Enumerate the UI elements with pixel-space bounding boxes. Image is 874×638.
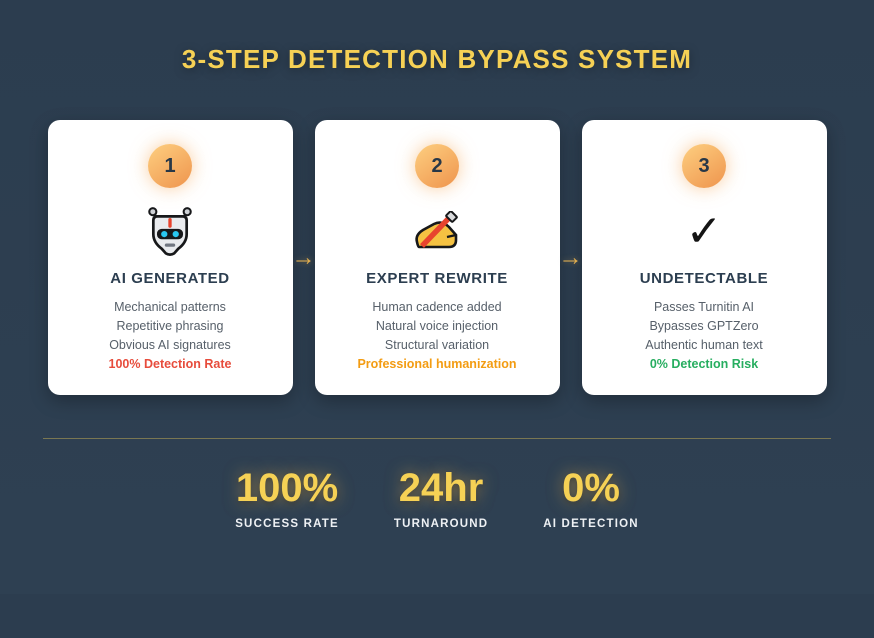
step-icon-wrap <box>48 206 293 258</box>
step-card-expert-rewrite: 2 EXPERT REWRITE Human cadence added Nat… <box>314 120 560 395</box>
step-heading: UNDETECTABLE <box>639 270 769 287</box>
step-feature: Authentic human text <box>645 338 763 352</box>
writing-hand-icon <box>415 211 458 249</box>
checkmark-icon: ✓ <box>685 207 723 256</box>
step-card-undetectable: 3 ✓ UNDETECTABLE Passes Turnitin AI Bypa… <box>581 120 827 395</box>
stat-label: TURNAROUND <box>393 518 489 530</box>
step-feature: Repetitive phrasing <box>116 319 224 333</box>
step-icon-wrap: ✓ <box>582 206 827 258</box>
stat-value: 100% <box>235 466 339 510</box>
step-highlight: Professional humanization <box>357 357 517 371</box>
step-highlight: 100% Detection Rate <box>108 357 232 371</box>
step-icon-wrap <box>315 206 560 258</box>
stat-value: 24hr <box>398 466 484 510</box>
flow-arrow-icon: → <box>291 243 316 271</box>
bypass-system-infographic: 3-STEP DETECTION BYPASS SYSTEM 1 <box>0 44 874 638</box>
step-heading: EXPERT REWRITE <box>366 270 508 287</box>
step-heading: AI GENERATED <box>110 270 230 287</box>
step-feature: Structural variation <box>384 338 490 352</box>
step-feature-list: Human cadence added Natural voice inject… <box>315 298 560 374</box>
step-number-badge: 3 <box>682 144 726 188</box>
stats-row: 100% SUCCESS RATE 24hr TURNAROUND 0% AI … <box>0 465 874 530</box>
steps-row: 1 AI GENERATED Mechanical patterns <box>0 120 874 395</box>
step-feature: Natural voice injection <box>375 319 499 333</box>
step-feature: Passes Turnitin AI <box>653 300 755 314</box>
step-number-badge: 2 <box>415 144 459 188</box>
stat-ai-detection: 0% AI DETECTION <box>543 465 639 530</box>
divider <box>43 438 831 439</box>
page-title: 3-STEP DETECTION BYPASS SYSTEM <box>181 44 693 74</box>
step-feature: Bypasses GPTZero <box>649 319 759 333</box>
step-feature: Obvious AI signatures <box>109 338 231 352</box>
stat-value: 0% <box>562 466 620 510</box>
stat-label: AI DETECTION <box>543 518 639 530</box>
robot-icon <box>148 207 192 257</box>
stat-label: SUCCESS RATE <box>235 518 339 530</box>
step-feature-list: Passes Turnitin AI Bypasses GPTZero Auth… <box>582 298 827 374</box>
stat-turnaround: 24hr TURNAROUND <box>394 465 488 530</box>
stat-success-rate: 100% SUCCESS RATE <box>235 465 339 530</box>
step-highlight: 0% Detection Risk <box>649 357 759 371</box>
step-feature-list: Mechanical patterns Repetitive phrasing … <box>48 298 293 374</box>
step-feature: Mechanical patterns <box>114 300 226 314</box>
step-number-badge: 1 <box>148 144 192 188</box>
flow-arrow-icon: → <box>558 243 583 271</box>
step-feature: Human cadence added <box>372 300 502 314</box>
step-card-ai-generated: 1 AI GENERATED Mechanical patterns <box>47 120 293 395</box>
